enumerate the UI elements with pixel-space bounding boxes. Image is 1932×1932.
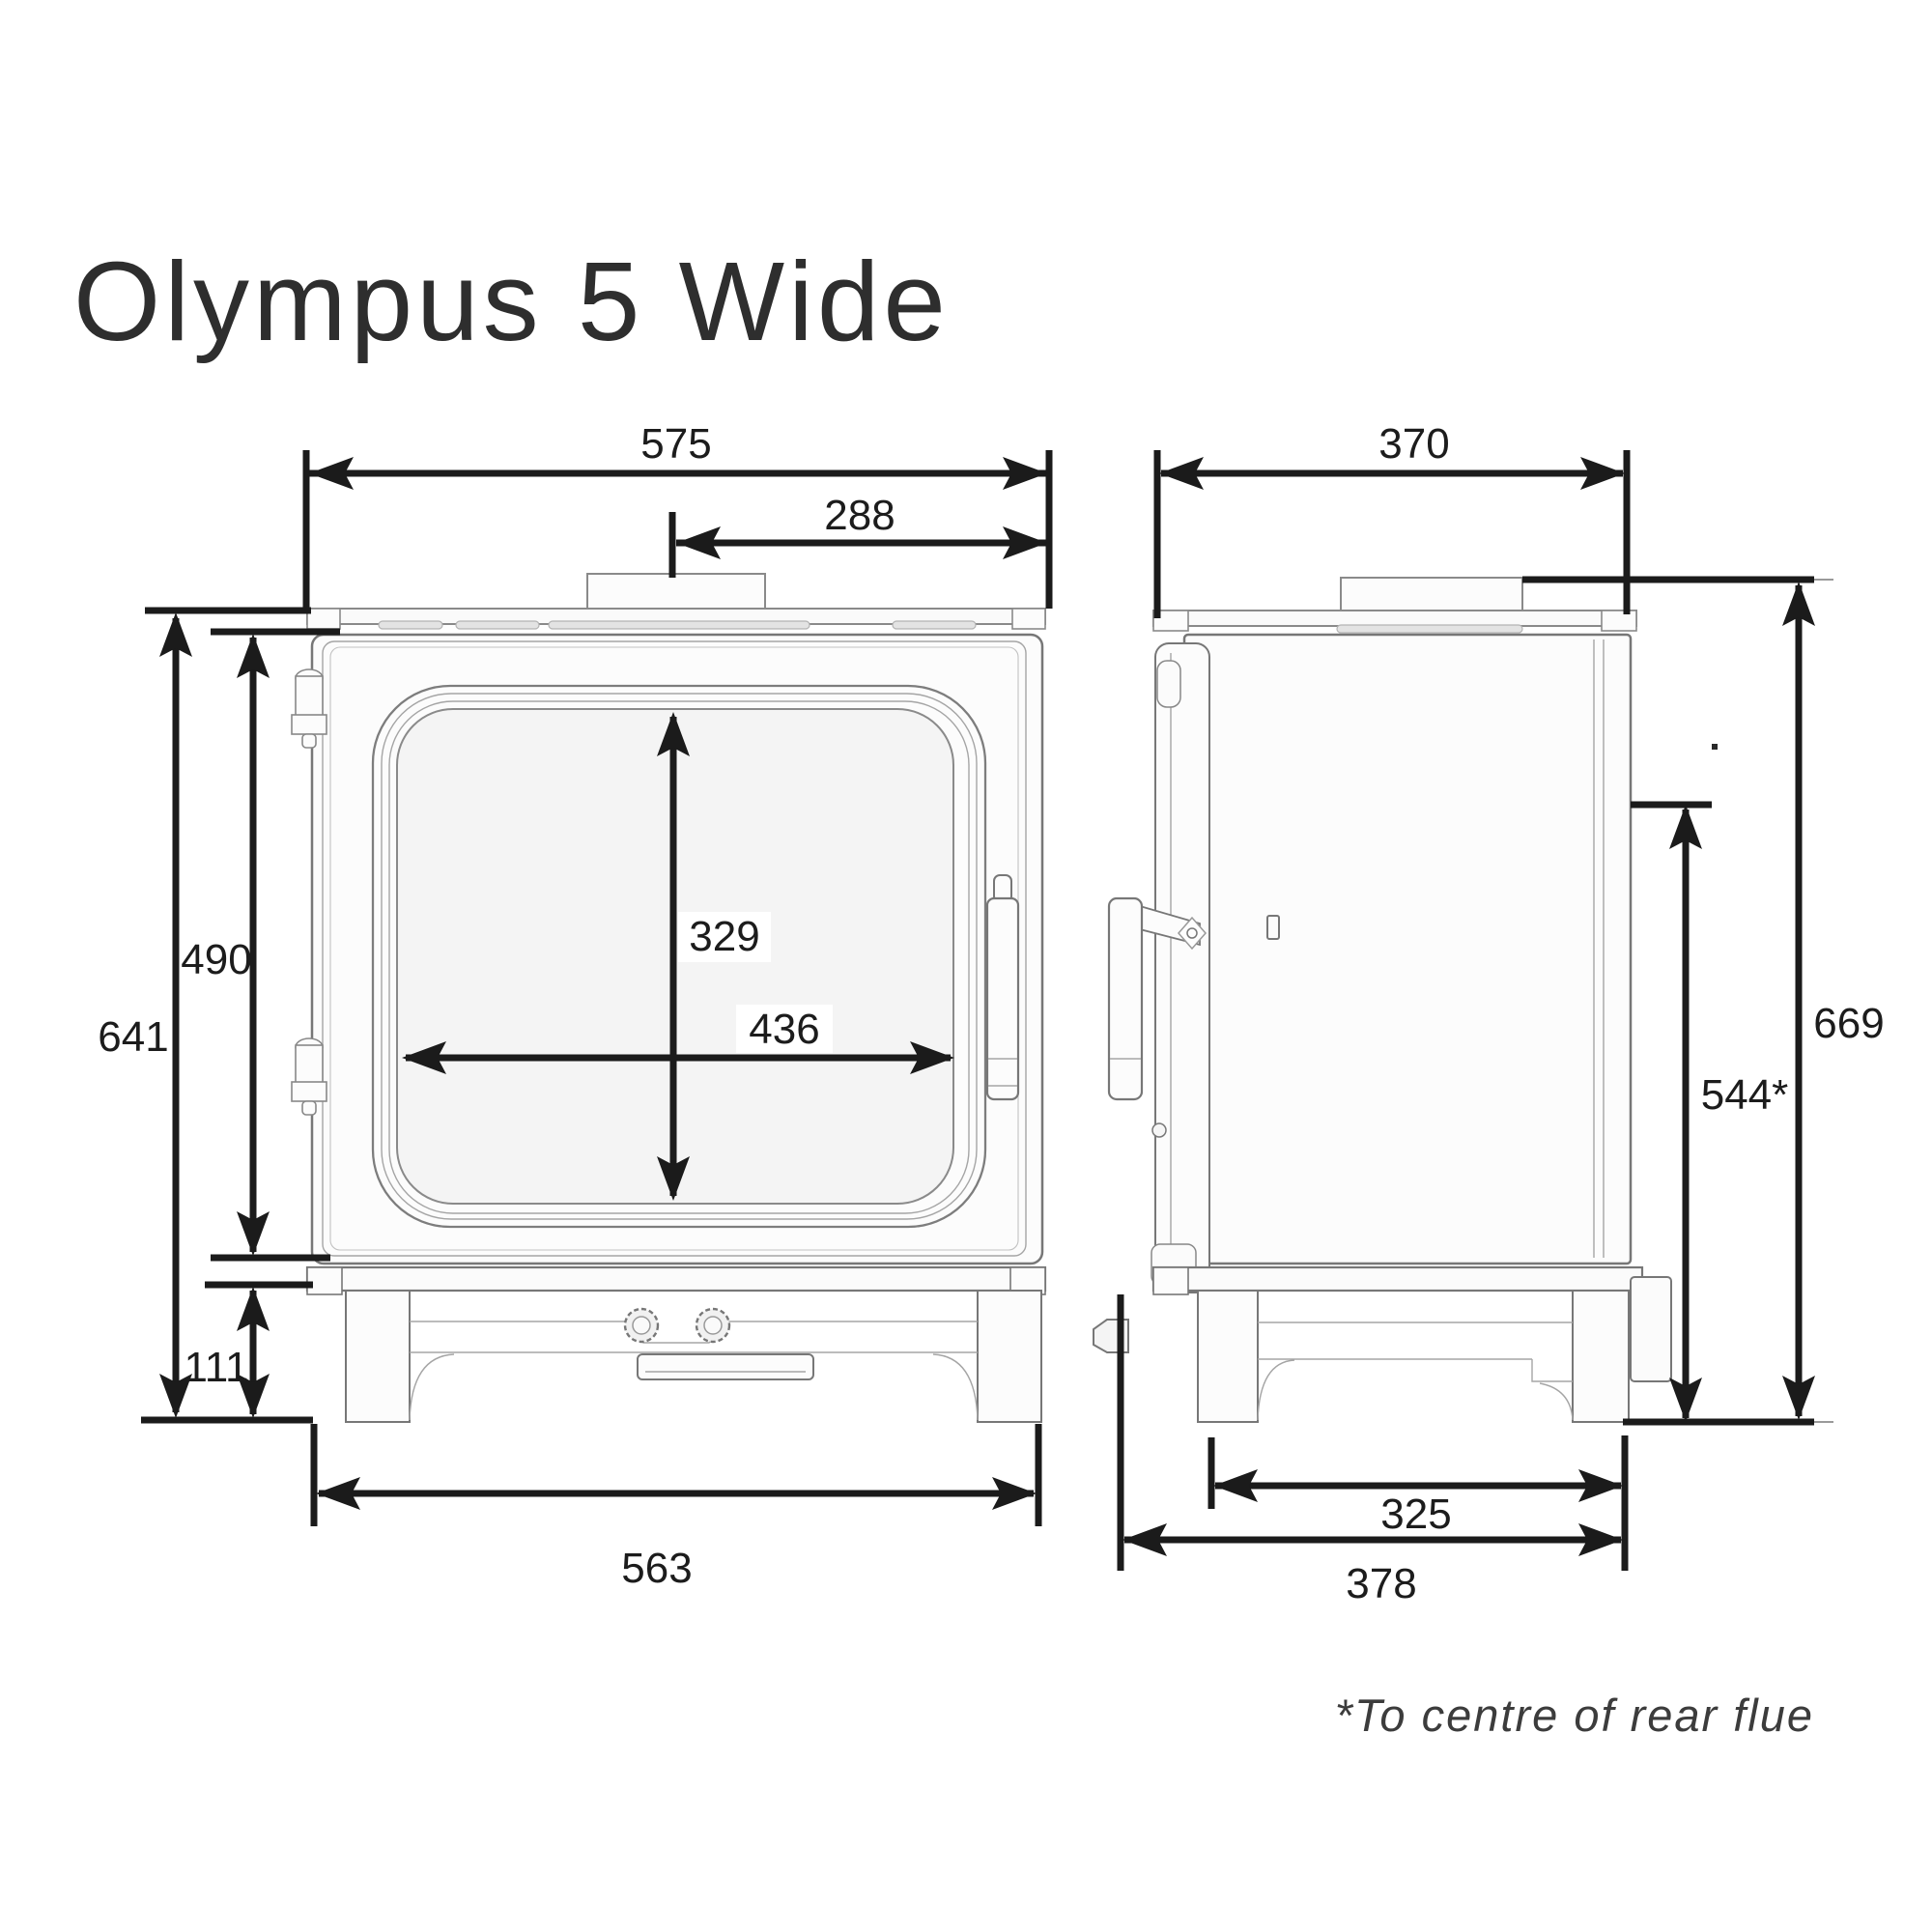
- side-view: [1093, 577, 1672, 1423]
- dim-label-641: 641: [98, 1013, 168, 1061]
- arrowhead: [316, 1477, 360, 1510]
- side-top-plate-front-cap: [1152, 610, 1189, 632]
- side-handle-washer: [1178, 916, 1207, 951]
- arrowhead: [1669, 1378, 1702, 1422]
- side-rear-foot: [1630, 1276, 1672, 1382]
- dim-front-door-height: 490: [181, 628, 340, 1262]
- front-plinth: [305, 1265, 1047, 1293]
- dim-label-325: 325: [1380, 1491, 1451, 1538]
- side-body: [1182, 633, 1633, 1265]
- arrowhead: [402, 1041, 446, 1074]
- label-backing: [678, 912, 771, 962]
- window-moulding-outer: [371, 684, 987, 1229]
- arrowhead: [910, 1041, 954, 1074]
- dim-label-563: 563: [621, 1545, 692, 1592]
- dim-side-overall-height: 669: [1522, 576, 1885, 1426]
- dim-side-base-depth: 378: [1117, 1294, 1623, 1607]
- arrowhead: [1782, 582, 1815, 626]
- front-door-outer-edge: [322, 640, 1027, 1257]
- arrowhead: [657, 1156, 690, 1201]
- dim-label-544: 544*: [1701, 1071, 1789, 1119]
- arrowhead: [1122, 1523, 1167, 1556]
- arrowhead: [159, 612, 192, 657]
- front-door-handle: [985, 874, 1020, 1101]
- side-rear-leg: [1572, 1290, 1630, 1423]
- arrowhead: [1580, 457, 1625, 490]
- front-view: [291, 573, 1047, 1423]
- front-ashpan-handle: [637, 1353, 814, 1380]
- dim-side-top-depth: 370: [1153, 420, 1631, 618]
- front-plinth-left-cap: [306, 1266, 343, 1295]
- arrowhead: [237, 1287, 270, 1331]
- dim-label-329: 329: [689, 913, 759, 960]
- front-left-leg: [345, 1290, 411, 1423]
- dim-side-base-inner-depth: 325: [1208, 1435, 1629, 1571]
- dim-label-436: 436: [749, 1006, 819, 1053]
- side-door-handle: [1107, 896, 1207, 1101]
- front-ash-bolts: [623, 1307, 731, 1344]
- dim-label-490: 490: [181, 936, 251, 983]
- dim-label-111: 111: [185, 1344, 249, 1391]
- front-hinge-bottom: [291, 1037, 327, 1116]
- arrowhead: [237, 1374, 270, 1418]
- side-plinth: [1151, 1265, 1644, 1293]
- arrowhead: [309, 457, 354, 490]
- side-base-skirt: [1257, 1321, 1574, 1421]
- side-door-bolt: [1151, 1122, 1167, 1138]
- side-top-plate-rear-cap: [1601, 610, 1637, 632]
- dim-glass-height: 329: [657, 712, 771, 1201]
- dim-label-378: 378: [1346, 1560, 1416, 1607]
- page-title: Olympus 5 Wide: [73, 239, 950, 364]
- front-hinge-top: [291, 668, 327, 749]
- arrowhead: [1159, 457, 1204, 490]
- arrowhead: [1578, 1469, 1623, 1502]
- arrowhead: [1578, 1523, 1623, 1556]
- dim-glass-width: 436: [402, 1005, 954, 1074]
- stray-dot: [1712, 744, 1718, 750]
- dim-front-flue-offset: 288: [668, 492, 1047, 578]
- front-top-plate-left-cap: [306, 608, 341, 630]
- dim-label-669: 669: [1813, 1000, 1884, 1047]
- dim-front-top-width: 575: [302, 420, 1053, 609]
- arrowhead: [992, 1477, 1037, 1510]
- side-door-latch-top: [1156, 660, 1181, 708]
- front-right-leg: [977, 1290, 1042, 1423]
- arrowhead: [1003, 526, 1047, 559]
- label-backing: [736, 1005, 833, 1053]
- dim-front-base-width: 563: [310, 1424, 1042, 1592]
- side-air-control: [1266, 915, 1280, 940]
- arrowhead: [1669, 805, 1702, 849]
- front-base-skirt: [409, 1321, 979, 1421]
- arrowhead: [657, 712, 690, 756]
- arrowhead: [237, 1211, 270, 1256]
- dim-front-overall-height: 641: [98, 607, 313, 1424]
- footnote: *To centre of rear flue: [1335, 1690, 1814, 1741]
- dim-label-370: 370: [1378, 420, 1449, 468]
- front-flue-collar: [586, 573, 766, 611]
- arrowhead: [1003, 457, 1047, 490]
- dim-front-base-height: 111: [185, 1281, 313, 1418]
- arrowhead: [676, 526, 721, 559]
- arrowhead: [237, 634, 270, 678]
- arrowhead: [159, 1374, 192, 1418]
- dim-label-288: 288: [824, 492, 895, 539]
- side-door-edge: [1151, 642, 1210, 1293]
- window-moulding-inner: [388, 700, 970, 1214]
- front-top-plate-right-cap: [1011, 608, 1046, 630]
- dim-label-575: 575: [640, 420, 711, 468]
- side-front-leg: [1197, 1290, 1259, 1423]
- side-plinth-front-cap: [1152, 1266, 1189, 1295]
- front-vent-slots: [378, 620, 977, 630]
- arrowhead: [1782, 1376, 1815, 1420]
- side-vent-slot: [1336, 624, 1523, 634]
- window-moulding-mid: [381, 693, 978, 1220]
- side-flue-collar: [1340, 577, 1523, 613]
- dim-side-rear-flue-height: 544*: [1631, 801, 1789, 1422]
- side-top-plate: [1152, 610, 1637, 627]
- arrowhead: [1213, 1469, 1258, 1502]
